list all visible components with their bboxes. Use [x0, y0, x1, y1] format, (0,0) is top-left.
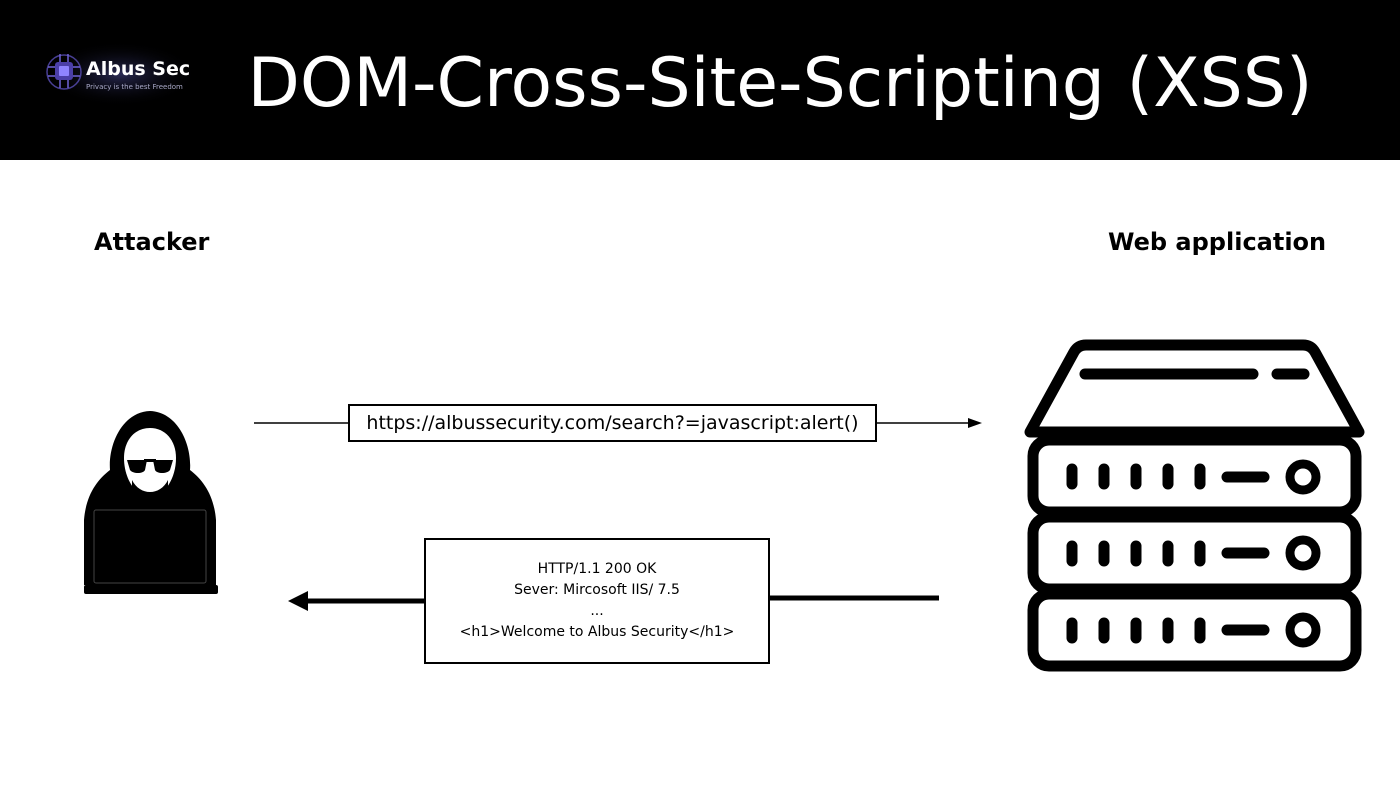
response-arrow	[288, 591, 939, 611]
request-arrow	[254, 418, 982, 428]
hooded-hacker-laptop-icon	[84, 411, 218, 594]
response-status-line: HTTP/1.1 200 OK	[537, 561, 657, 577]
attacker-label: Attacker	[94, 228, 210, 256]
response-body-html: <h1>Welcome to Albus Security</h1>	[459, 624, 735, 640]
response-ellipsis: ...	[590, 603, 604, 619]
albus-sec-logo: Albus Sec Privacy is the best Freedom	[40, 40, 200, 110]
server-rack-icon	[1024, 339, 1365, 672]
logo-tagline: Privacy is the best Freedom	[86, 83, 183, 91]
web-application-label: Web application	[1108, 228, 1327, 256]
request-url-text: https://albussecurity.com/search?=javasc…	[366, 412, 859, 434]
logo-name: Albus Sec	[86, 58, 191, 80]
logo-graphic	[42, 41, 198, 107]
response-server-header: Sever: Mircosoft IIS/ 7.5	[514, 582, 680, 598]
http-response-box: HTTP/1.1 200 OK Sever: Mircosoft IIS/ 7.…	[424, 538, 770, 664]
page-title: DOM-Cross-Site-Scripting (XSS)	[247, 44, 1313, 123]
request-url-box: https://albussecurity.com/search?=javasc…	[348, 404, 877, 442]
header-bar: Albus Sec Privacy is the best Freedom DO…	[0, 0, 1400, 160]
